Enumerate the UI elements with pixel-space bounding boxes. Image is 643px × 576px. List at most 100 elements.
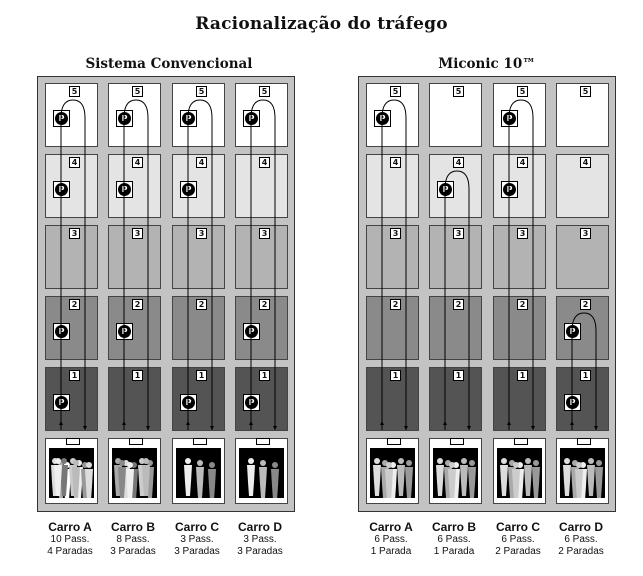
floor-number-label: 3 — [69, 228, 80, 239]
passenger-crowd-icon — [49, 448, 94, 498]
stop-p-label: P — [182, 183, 195, 196]
floor-number-label: 5 — [259, 86, 270, 97]
floor-5-shaft-4: 5 — [556, 83, 609, 147]
passenger-crowd-icon — [112, 448, 157, 498]
floor-number-label: 2 — [580, 299, 591, 310]
floor-3-shaft-1: 3 — [45, 225, 98, 289]
floor-number-label: 5 — [580, 86, 591, 97]
floor-2-shaft-3: 2 — [493, 296, 546, 360]
stop-p-icon: P — [180, 110, 197, 127]
stop-p-label: P — [118, 112, 131, 125]
panel-title-miconic: Miconic 10™ — [438, 56, 536, 72]
floor-1-shaft-2: 1 — [429, 367, 482, 431]
floor-3-shaft-1: 3 — [366, 225, 419, 289]
car-passengers: 3 Pass. — [180, 534, 214, 545]
floor-number-label: 3 — [517, 228, 528, 239]
floor-number-label: 5 — [453, 86, 464, 97]
floor-number-label: 4 — [453, 157, 464, 168]
floor-number-label: 3 — [132, 228, 143, 239]
floor-number-label: 1 — [580, 370, 591, 381]
car-indicator-icon — [193, 438, 207, 445]
car-passengers: 6 Pass. — [501, 534, 535, 545]
car-passengers: 6 Pass. — [564, 534, 598, 545]
stop-p-label: P — [245, 112, 258, 125]
passenger-crowd-icon — [370, 448, 415, 498]
floor-number-label: 5 — [517, 86, 528, 97]
car-stops: 1 Parada — [433, 546, 475, 557]
floor-number-label: 2 — [69, 299, 80, 310]
stop-p-label: P — [566, 325, 579, 338]
floor-3-shaft-3: 3 — [172, 225, 225, 289]
floor-4-shaft-1: 4 — [366, 154, 419, 218]
stop-p-label: P — [439, 183, 452, 196]
stop-p-label: P — [503, 183, 516, 196]
stop-p-label: P — [55, 325, 68, 338]
car-name: Carro D — [237, 520, 282, 534]
floor-number-label: 1 — [390, 370, 401, 381]
floor-number-label: 1 — [196, 370, 207, 381]
floor-number-label: 2 — [517, 299, 528, 310]
floor-3-shaft-2: 3 — [429, 225, 482, 289]
floor-number-label: 5 — [132, 86, 143, 97]
car-name: Carro B — [110, 520, 155, 534]
car-stops: 3 Paradas — [174, 546, 220, 557]
stop-p-label: P — [55, 112, 68, 125]
floor-5-shaft-2: 5 — [429, 83, 482, 147]
passenger-crowd-icon — [239, 448, 284, 498]
car-name: Carro A — [48, 520, 92, 534]
car-passengers: 6 Pass. — [437, 534, 471, 545]
stop-p-label: P — [503, 112, 516, 125]
floor-number-label: 5 — [390, 86, 401, 97]
floor-number-label: 1 — [453, 370, 464, 381]
floor-number-label: 4 — [196, 157, 207, 168]
floor-number-label: 2 — [132, 299, 143, 310]
passenger-crowd-icon — [176, 448, 221, 498]
floor-number-label: 1 — [132, 370, 143, 381]
floor-number-label: 1 — [259, 370, 270, 381]
car-passengers: 10 Pass. — [50, 534, 90, 545]
floor-3-shaft-3: 3 — [493, 225, 546, 289]
stop-p-icon: P — [374, 110, 391, 127]
floor-number-label: 1 — [517, 370, 528, 381]
floor-number-label: 4 — [390, 157, 401, 168]
floor-number-label: 3 — [390, 228, 401, 239]
stop-p-icon: P — [564, 394, 581, 411]
stop-p-icon: P — [501, 181, 518, 198]
floor-number-label: 2 — [259, 299, 270, 310]
car-passengers: 8 Pass. — [116, 534, 150, 545]
floor-4-shaft-4: 4 — [556, 154, 609, 218]
floor-number-label: 2 — [453, 299, 464, 310]
floor-number-label: 5 — [69, 86, 80, 97]
elevator-car-2 — [429, 438, 482, 504]
car-indicator-icon — [577, 438, 591, 445]
stop-p-icon: P — [243, 394, 260, 411]
elevator-car-1 — [45, 438, 98, 504]
elevator-car-3 — [172, 438, 225, 504]
car-passengers: 3 Pass. — [243, 534, 277, 545]
stop-p-label: P — [245, 325, 258, 338]
stop-p-label: P — [55, 183, 68, 196]
car-indicator-icon — [514, 438, 528, 445]
car-name: Carro A — [369, 520, 413, 534]
floor-2-shaft-2: 2 — [429, 296, 482, 360]
passenger-crowd-icon — [433, 448, 478, 498]
floor-number-label: 3 — [196, 228, 207, 239]
stop-p-label: P — [376, 112, 389, 125]
stop-p-label: P — [118, 183, 131, 196]
stop-p-icon: P — [243, 323, 260, 340]
stop-p-icon: P — [243, 110, 260, 127]
floor-number-label: 4 — [69, 157, 80, 168]
floor-number-label: 2 — [196, 299, 207, 310]
stop-p-icon: P — [53, 181, 70, 198]
car-indicator-icon — [450, 438, 464, 445]
stop-p-icon: P — [116, 110, 133, 127]
floor-3-shaft-4: 3 — [556, 225, 609, 289]
floor-number-label: 4 — [517, 157, 528, 168]
floor-number-label: 4 — [580, 157, 591, 168]
